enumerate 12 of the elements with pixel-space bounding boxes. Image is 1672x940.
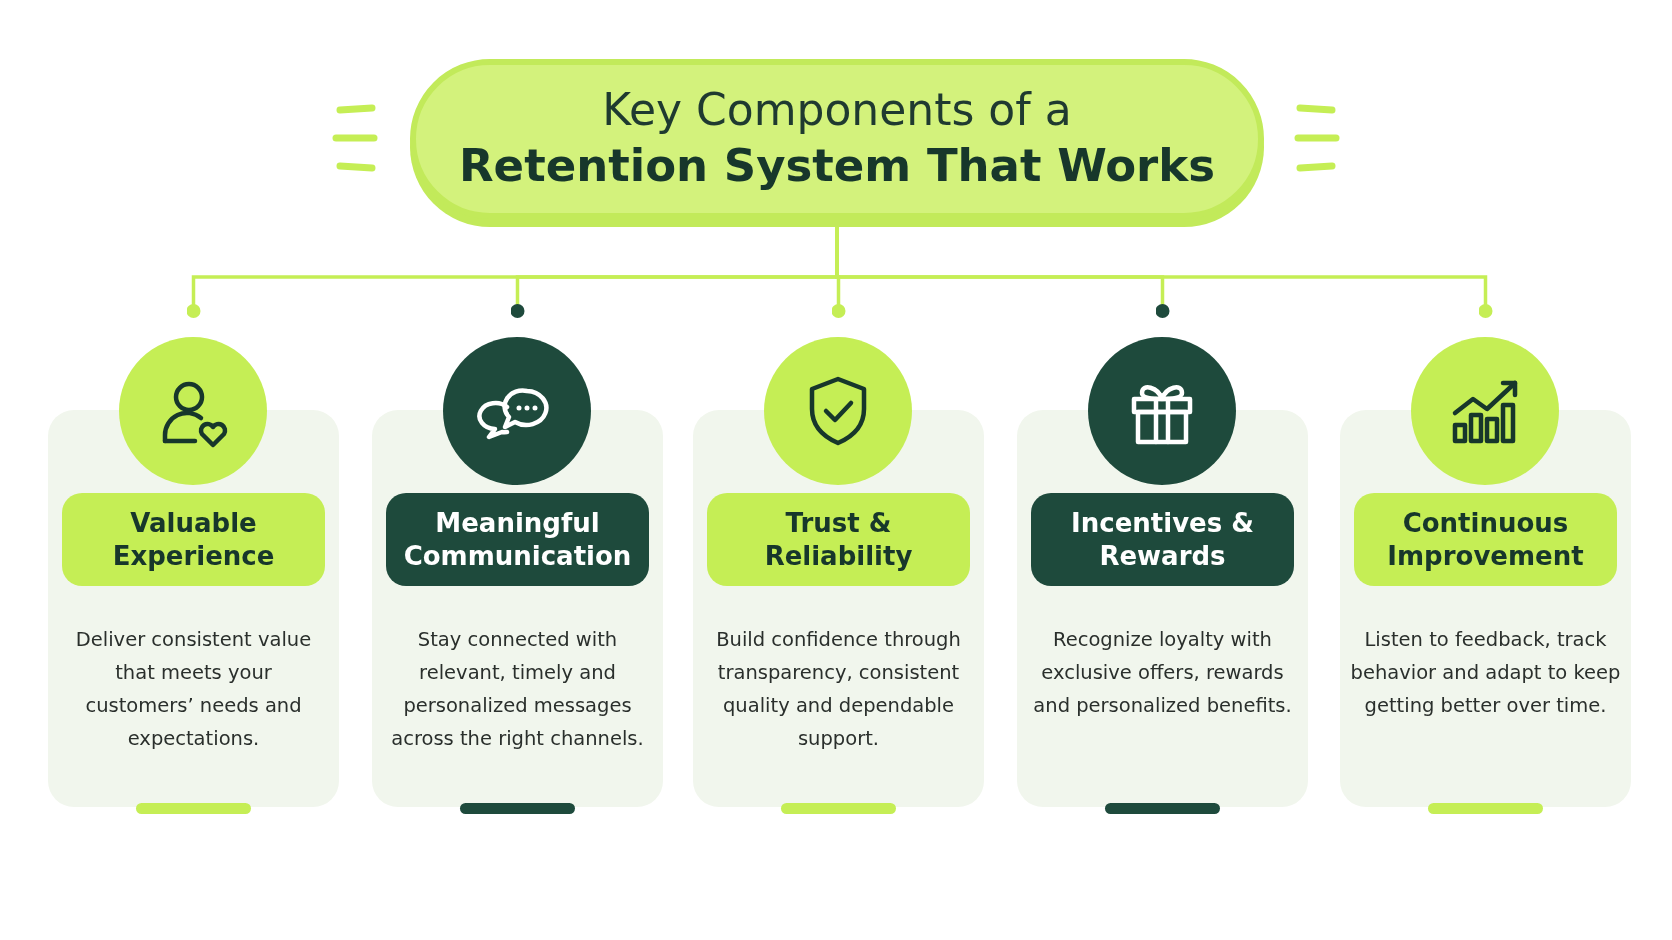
component-description: Recognize loyalty with exclusive offers, rewards and personalized benefits. bbox=[1032, 627, 1293, 719]
component-heading: Incentives & Rewards bbox=[1031, 493, 1294, 586]
component-heading: Continuous Improvement bbox=[1354, 493, 1617, 586]
component-heading: Trust & Reliability bbox=[707, 493, 970, 586]
component-description: Build confidence through transparency, consistent quality and dependable support. bbox=[715, 627, 962, 752]
component-description: Stay connected with relevant, timely and personalized messages across the right channels. bbox=[390, 627, 645, 752]
title-subheading: Key Components of a bbox=[602, 83, 1072, 137]
component-description: Deliver consistent value that meets your customers’ needs and expectations. bbox=[74, 627, 313, 752]
component-heading: Valuable Experience bbox=[62, 493, 325, 586]
component-heading: Meaningful Communication bbox=[386, 493, 649, 586]
title-heading: Retention System That Works bbox=[458, 138, 1215, 194]
component-description: Listen to feedback, track behavior and adapt to keep getting better over time. bbox=[1350, 627, 1621, 719]
